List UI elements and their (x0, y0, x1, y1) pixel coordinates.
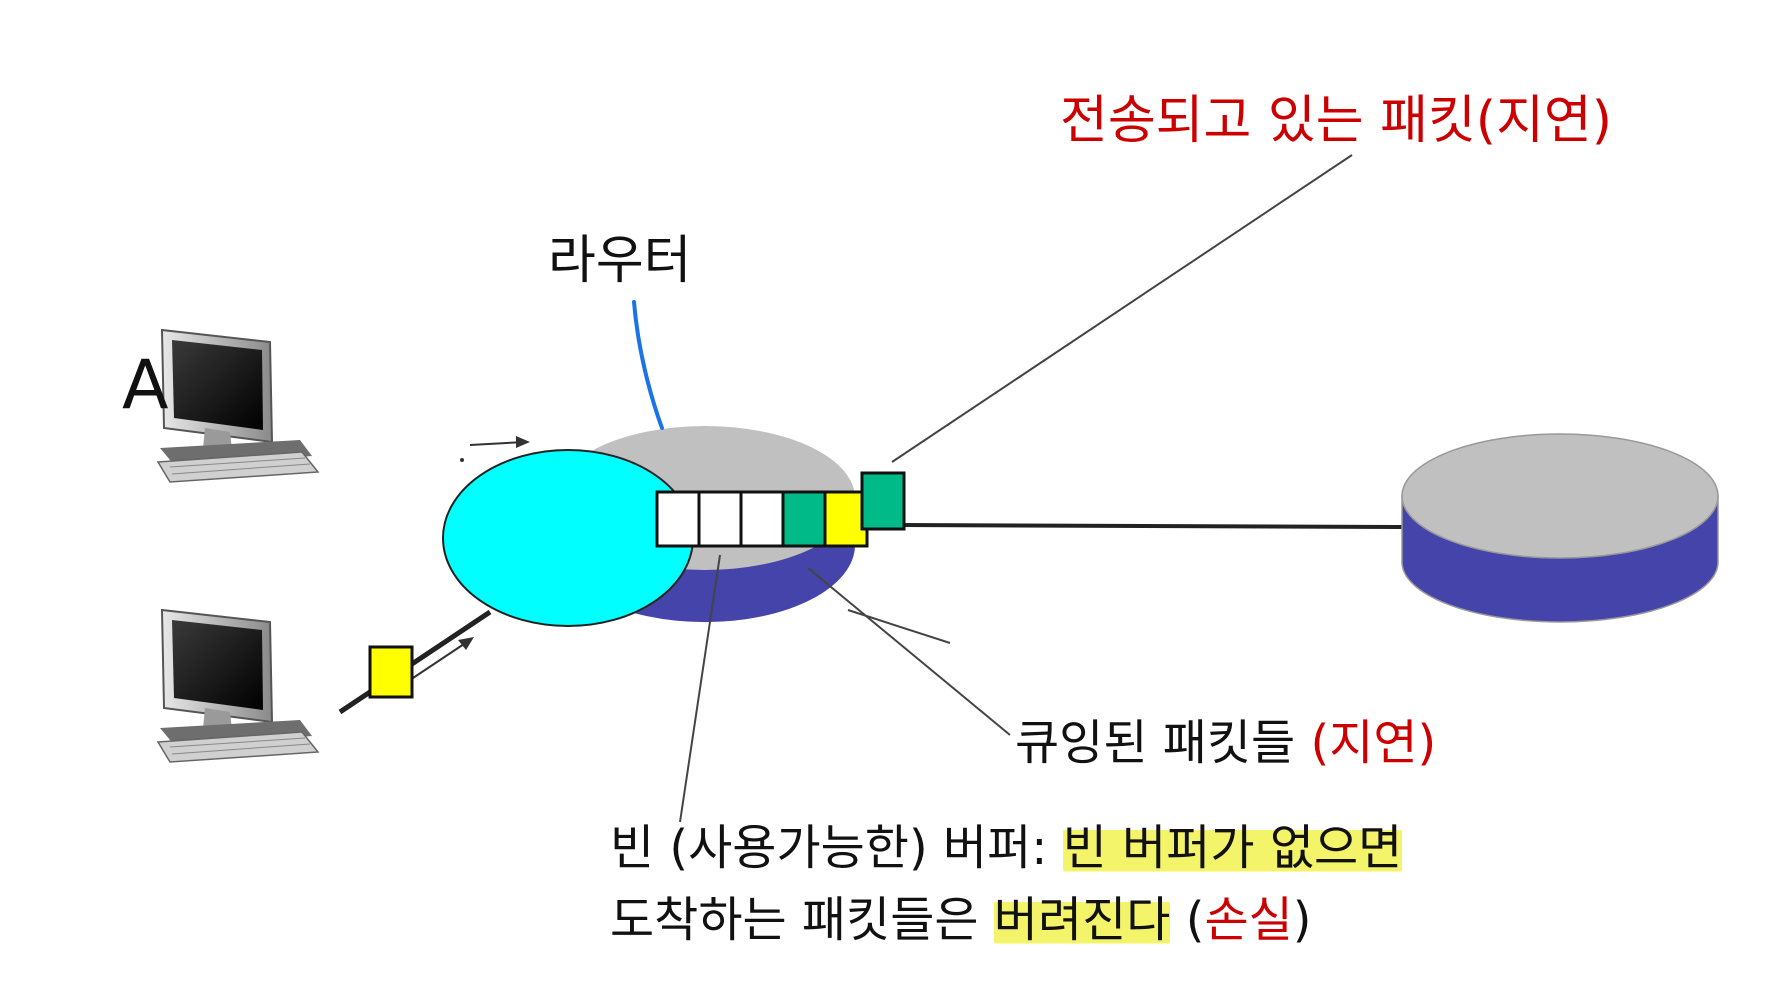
queued-main-text: 큐잉된 패킷들 (1015, 715, 1296, 771)
transmitting-label: 전송되고 있는 패킷(지연) (1060, 91, 1613, 151)
router-leader-line (632, 300, 664, 430)
buffer-line2-text: 도착하는 패킷들은 (610, 892, 994, 948)
buffer-line-1: 빈 (사용가능한) 버퍼: 빈 버퍼가 없으면 (610, 808, 1403, 878)
transmitting-packet (860, 471, 906, 531)
queued-packets-label: 큐잉된 패킷들 (지연) (1015, 703, 1436, 773)
transmit-leader-line (891, 154, 1353, 463)
buffer-line-2: 도착하는 패킷들은 버려진다 (손실) (610, 880, 1312, 950)
queued-leader-tail (847, 609, 951, 644)
buffer-line1-highlight: 빈 버퍼가 없으면 (1062, 820, 1403, 876)
loss-open-paren: ( (1185, 892, 1205, 948)
loss-text: 손실 (1204, 892, 1293, 948)
queued-packet-green (781, 490, 827, 548)
host-a-label: A (122, 346, 169, 425)
queue-slot-empty (697, 490, 743, 548)
queue-slot-empty (655, 490, 701, 548)
queued-delay-text: (지연) (1310, 715, 1437, 771)
loss-close-paren: ) (1292, 892, 1312, 948)
outgoing-link-line (899, 523, 1406, 529)
queue-slot-empty (739, 490, 785, 548)
arrival-arrow-top-icon (460, 436, 530, 462)
computer-b-icon (156, 608, 320, 763)
computer-a-icon (156, 328, 320, 483)
router-2 (1401, 433, 1719, 623)
arriving-packet (368, 645, 414, 699)
buffer-leader-line (679, 554, 721, 823)
queue-buffer (655, 490, 869, 548)
buffer-line2-highlight: 버려진다 (993, 892, 1171, 948)
router-label: 라우터 (548, 231, 692, 291)
host-link-line (338, 609, 492, 715)
queued-leader-line (807, 567, 1011, 736)
buffer-line1-text: 빈 (사용가능한) 버퍼: (610, 820, 1063, 876)
